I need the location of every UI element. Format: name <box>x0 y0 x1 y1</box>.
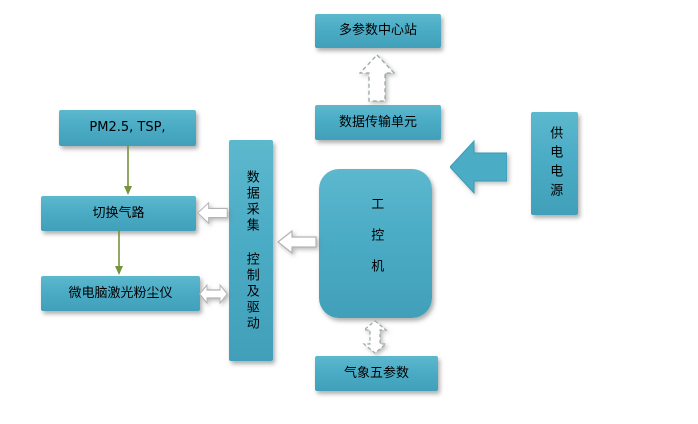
node-central-station-label: 多参数中心站 <box>338 23 417 39</box>
node-pm-sensor: PM2.5, TSP, <box>59 110 196 146</box>
node-data-acquisition: 数据采集 控制及驱动 <box>229 140 273 361</box>
dashed-double-arrow-ipc-weather-icon <box>362 320 388 354</box>
node-gas-switch-label: 切换气路 <box>92 205 145 221</box>
node-central-station: 多参数中心站 <box>315 14 441 48</box>
node-industrial-computer: 工控机 <box>319 169 432 318</box>
node-gas-switch: 切换气路 <box>41 196 196 231</box>
dashed-up-arrow-icon <box>359 54 395 102</box>
double-arrow-daq-dust-icon <box>199 283 228 305</box>
node-dust-meter: 微电脑激光粉尘仪 <box>41 276 200 311</box>
thin-down-arrow-pm-gas-icon <box>124 146 132 195</box>
node-data-acquisition-label-bottom: 控制及驱动 <box>243 251 259 332</box>
node-power-supply: 供电电源 <box>531 112 578 215</box>
node-weather-params: 气象五参数 <box>315 356 438 391</box>
power-left-arrow-icon <box>450 139 507 195</box>
node-transmission-unit: 数据传输单元 <box>315 105 441 140</box>
node-transmission-unit-label: 数据传输单元 <box>338 114 417 130</box>
node-industrial-computer-label: 工控机 <box>368 197 384 290</box>
node-weather-params-label: 气象五参数 <box>343 365 409 381</box>
node-pm-sensor-label: PM2.5, TSP, <box>89 120 166 136</box>
node-dust-meter-label: 微电脑激光粉尘仪 <box>68 285 173 301</box>
left-arrow-daq-gas-icon <box>197 201 228 225</box>
left-arrow-ipc-daq-icon <box>277 229 317 255</box>
node-power-supply-label: 供电电源 <box>547 125 563 202</box>
node-data-acquisition-label-top: 数据采集 <box>243 169 259 234</box>
thin-down-arrow-gas-dust-icon <box>115 230 123 275</box>
